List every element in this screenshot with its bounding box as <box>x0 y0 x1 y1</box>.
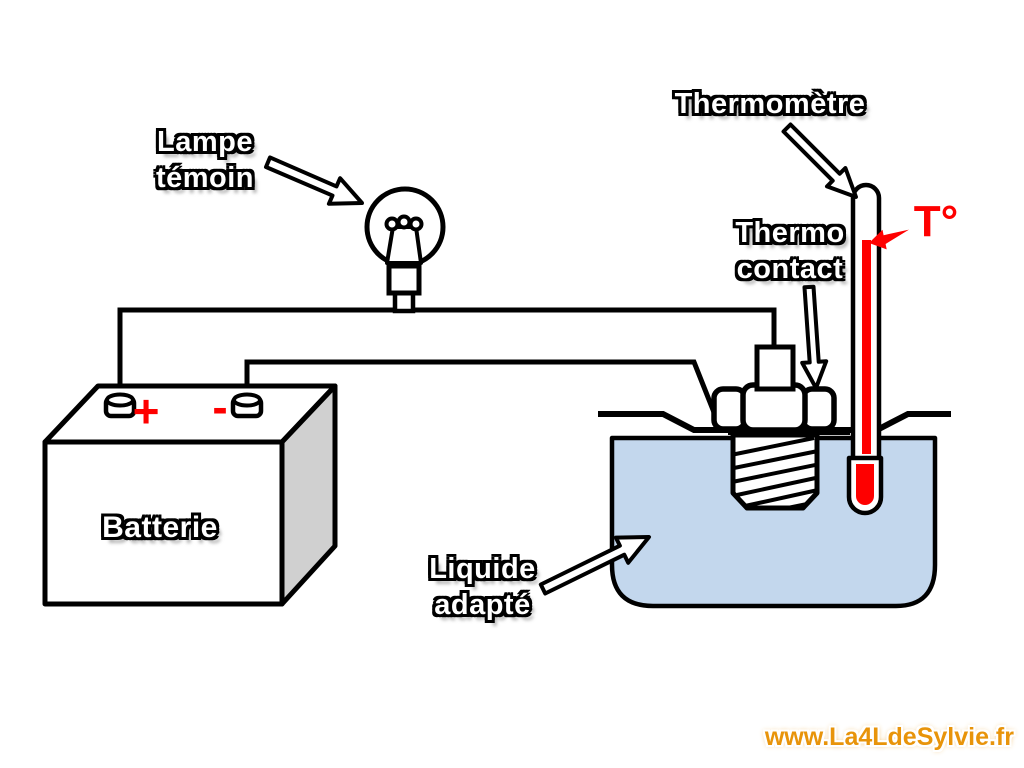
thermo-contact-nut-center <box>740 382 808 433</box>
label-lamp: Lampe témoin <box>130 124 280 196</box>
label-thermometer: Thermomètre <box>674 88 866 120</box>
label-liquid-line2: adapté <box>434 589 531 621</box>
thermometer-graphic <box>846 182 884 516</box>
thermometer-arrow <box>781 122 858 199</box>
label-liquid: Liquide adapté <box>400 551 565 623</box>
label-lamp-line1: Lampe <box>157 126 253 158</box>
liquid-arrow <box>538 535 651 596</box>
battery-front-face <box>42 439 285 607</box>
label-thermo-contact-line1: Thermo <box>735 217 845 249</box>
bulb-filament-coils <box>384 214 424 232</box>
thermometer-bulb-fill <box>856 464 874 505</box>
temperature-arrow <box>869 229 909 250</box>
thread-hatching <box>733 436 817 508</box>
battery-terminal-negative <box>230 392 264 419</box>
label-battery: Batterie <box>102 511 218 544</box>
wire-negative <box>244 359 724 431</box>
label-thermo-contact-line2: contact <box>736 253 844 285</box>
thermo-contact-arrow <box>800 284 829 390</box>
lamp-arrow <box>264 155 364 206</box>
label-plus: + <box>132 385 160 437</box>
label-liquid-line1: Liquide <box>429 553 536 585</box>
callout-arrows <box>264 122 858 596</box>
thermometer-column <box>862 240 871 454</box>
bulb-filament-funnel <box>385 225 423 265</box>
bulb-base <box>386 263 422 296</box>
label-minus: - <box>212 381 228 433</box>
test-lamp-graphic <box>364 186 446 314</box>
thermo-contact-graphic <box>711 344 850 511</box>
battery-terminal-positive <box>103 392 137 419</box>
label-temperature: T° <box>913 197 959 246</box>
battery-graphic <box>42 383 338 607</box>
label-lamp-line2: témoin <box>155 162 255 194</box>
thermo-contact-terminal <box>754 344 796 392</box>
label-thermo-contact: Thermo contact <box>710 215 870 287</box>
watermark-url: www.La4LdeSylvie.fr <box>764 723 1014 751</box>
wire-positive <box>117 307 777 403</box>
